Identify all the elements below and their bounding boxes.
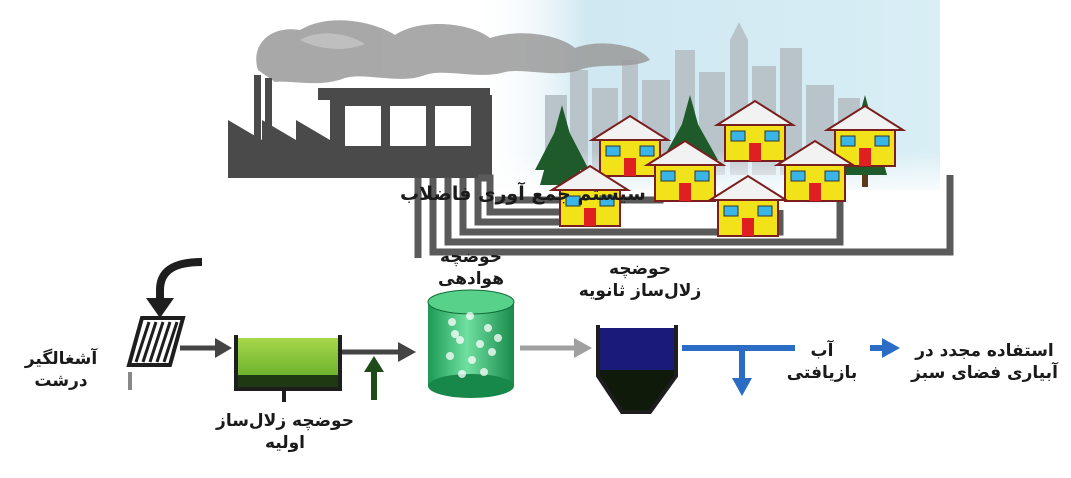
air-bubble — [448, 318, 456, 326]
primary-clarifier-label-line2: اولیه — [264, 433, 306, 454]
primary-clarifier-label-line1: حوضچه زلال‌ساز — [216, 411, 354, 431]
air-bubble — [494, 334, 502, 342]
smoke-icon — [256, 20, 650, 84]
house-icon — [706, 174, 790, 237]
bar-screen-label-line1: آشغالگیر — [24, 349, 98, 369]
air-bubble — [446, 352, 454, 360]
air-bubble — [456, 336, 464, 344]
air-bubble — [451, 330, 459, 338]
secondary-clarifier-label-line1: حوضچه — [609, 259, 671, 279]
primary-clarifier-label: حوضچه زلال‌ساز اولیه — [190, 410, 380, 454]
recycled-water-label-line1: آب — [810, 341, 834, 361]
secondary-clarifier-label: حوضچه زلال‌ساز ثانویه — [575, 258, 705, 302]
reuse-label-line2: آبیاری فضای سبز — [911, 363, 1058, 384]
house-icon — [548, 164, 632, 227]
secondary-clarifier-label-line2: زلال‌ساز ثانویه — [578, 281, 702, 302]
air-bubble — [488, 348, 496, 356]
house-icon — [643, 139, 727, 202]
aeration-tank-icon — [427, 289, 515, 398]
recycled-water-label-line2: بازیافتی — [786, 363, 858, 384]
aeration-tank-label-line1: حوضچه — [440, 247, 502, 267]
reuse-label: استفاده مجدد در آبیاری فضای سبز — [902, 340, 1067, 384]
houses-group — [548, 99, 907, 237]
aeration-tank-label-line2: هوادهی — [438, 269, 504, 290]
aeration-tank-label: حوضچه هوادهی — [408, 246, 534, 290]
house-icon — [773, 139, 857, 202]
primary-clarifier-icon — [234, 335, 342, 402]
factory-icon — [228, 75, 492, 178]
house-icon — [713, 99, 797, 162]
air-bubble — [484, 324, 492, 332]
reuse-label-line1: استفاده مجدد در — [915, 341, 1054, 361]
air-bubble — [476, 340, 484, 348]
air-bubble — [458, 370, 466, 378]
house-icon — [588, 114, 672, 177]
sewer-system-label: سیستم جمع آوری فاضلاب — [400, 181, 646, 205]
secondary-clarifier-icon — [596, 325, 678, 414]
air-bubble — [480, 368, 488, 376]
bar-screen-label: آشغالگیر درشت — [2, 348, 120, 392]
bar-screen-icon — [126, 316, 186, 390]
air-bubble — [466, 312, 474, 320]
air-bubble — [468, 356, 476, 364]
bar-screen-label-line2: درشت — [34, 371, 88, 392]
recycled-water-label: آب بازیافتی — [772, 340, 872, 384]
recycled-water-pipe — [682, 345, 795, 396]
inflow-arrow — [156, 258, 203, 300]
